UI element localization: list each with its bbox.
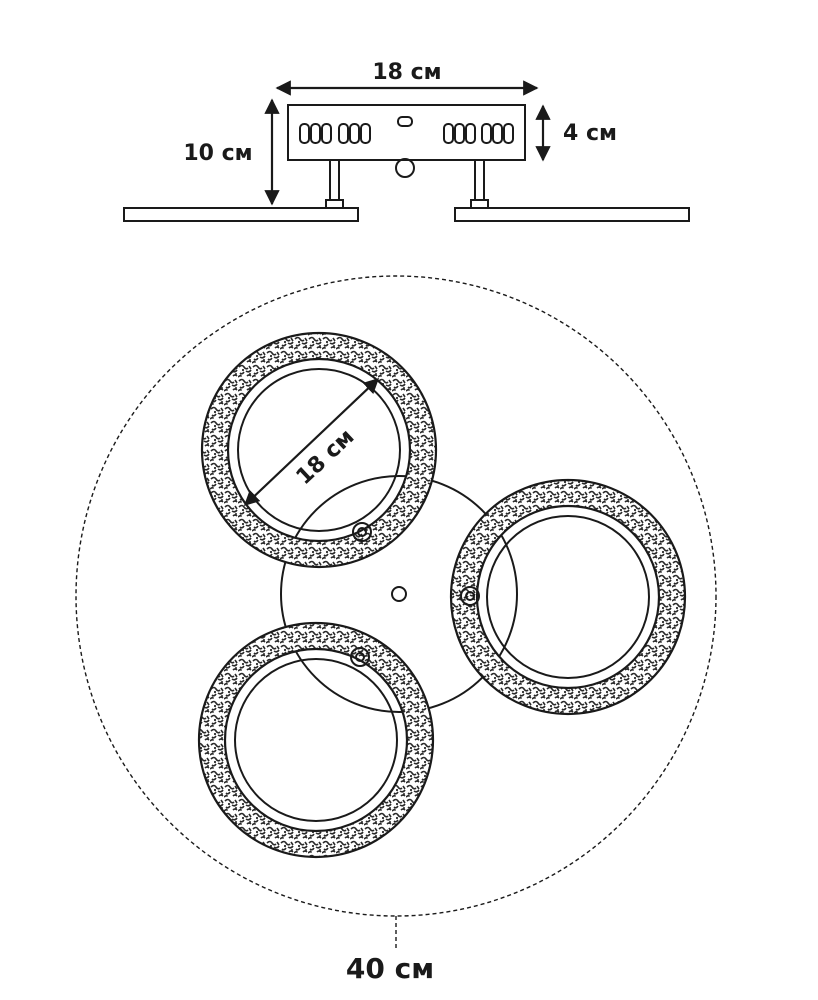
ring-mount-screws [350, 522, 480, 667]
led-slots-left [299, 123, 371, 144]
ring-profile-left [123, 207, 359, 222]
ring-bottom-left [197, 621, 435, 859]
height-label: 10 см [183, 141, 252, 166]
driver-box [287, 104, 526, 161]
base-plate [280, 475, 518, 713]
top-view: 18 см 40 см [75, 275, 717, 985]
ring-top-left [200, 331, 438, 569]
width-label: 18 см [372, 60, 441, 85]
overall-outline-circle [75, 275, 717, 917]
center-knob [395, 158, 415, 178]
ring-diameter-label: 18 см [292, 424, 360, 490]
ring-diameter-arrow [243, 377, 380, 507]
depth-label: 4 см [563, 121, 617, 146]
ring-profile-right [454, 207, 690, 222]
ring-right [449, 478, 687, 716]
overall-diameter-label: 40 см [346, 952, 434, 985]
base-center-screw [391, 586, 407, 602]
led-slots-right [443, 123, 514, 144]
center-slot [397, 116, 413, 127]
mount-stems [325, 159, 489, 209]
side-view: 18 см 10 см 4 см [123, 60, 690, 222]
